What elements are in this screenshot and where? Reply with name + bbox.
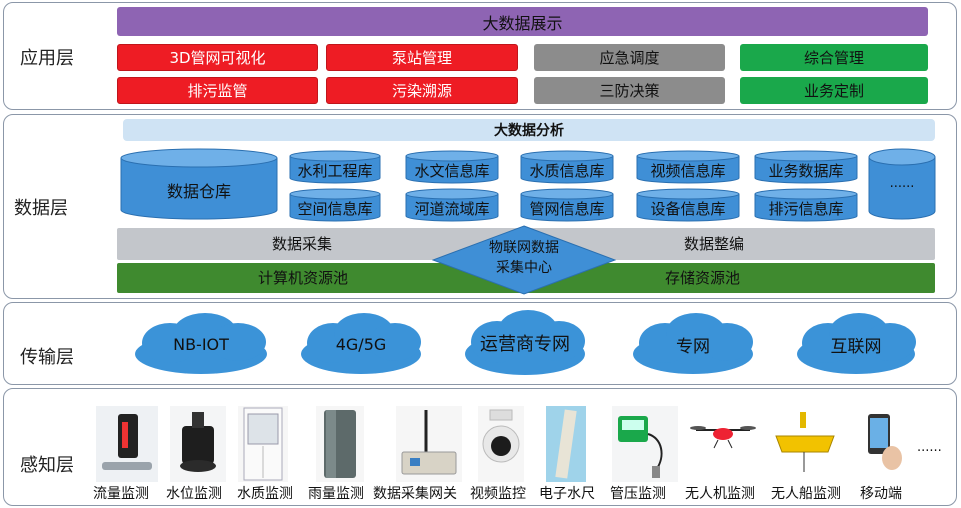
db-shape <box>289 188 381 222</box>
device-label-pipe-pressure: 管压监测 <box>610 486 666 502</box>
device-label-water-gauge: 电子水尺 <box>539 486 595 502</box>
electronic-water-gauge-icon <box>546 406 586 482</box>
device-label-gateway: 数据采集网关 <box>373 486 457 502</box>
db-label: 设备信息库 <box>650 200 726 218</box>
db-label: 河道流域库 <box>414 200 490 218</box>
iot-center-label: 物联网数据采集中心 <box>489 240 559 276</box>
device-label-drone: 无人机监测 <box>685 486 755 502</box>
compute-pool-label: 计算机资源池 <box>258 268 349 287</box>
mobile-terminal-icon <box>862 406 908 482</box>
cloud-nb-iot: NB-IOT <box>130 309 272 379</box>
data-collection-label: 数据采集 <box>272 234 333 253</box>
device-label-mobile: 移动端 <box>860 486 902 502</box>
module-flood-control-decision: 三防决策 <box>534 77 725 104</box>
transport-layer-label: 传输层 <box>20 347 74 368</box>
db-label: 水利工程库 <box>297 162 373 180</box>
db-label: 空间信息库 <box>297 200 373 218</box>
application-layer-label: 应用层 <box>20 48 74 69</box>
module-integrated-management: 综合管理 <box>740 44 928 71</box>
device-label-water-quality: 水质监测 <box>237 486 293 502</box>
db-shape <box>636 188 740 222</box>
cloud-carrier-private: 运营商专网 <box>460 306 590 380</box>
db-more-shape <box>868 148 936 220</box>
data-warehouse-cylinder: 数据仓库 <box>120 148 278 220</box>
db-shape <box>520 150 614 184</box>
cloud-shape <box>135 313 267 374</box>
unmanned-boat-icon <box>770 406 840 482</box>
db-more-cylinder: ...... <box>868 148 936 220</box>
rain-gauge-icon <box>316 406 364 482</box>
network-label: 互联网 <box>830 336 882 357</box>
device-label-water-level: 水位监测 <box>166 486 222 502</box>
perception-more: ...... <box>917 440 942 455</box>
db-water-quality: 水质信息库 <box>520 150 614 184</box>
db-sewage: 排污信息库 <box>754 188 858 222</box>
db-shape <box>289 150 381 184</box>
data-layer-label: 数据层 <box>14 198 68 219</box>
data-gateway-icon <box>396 406 462 482</box>
module-custom-business: 业务定制 <box>740 77 928 104</box>
cloud-internet: 互联网 <box>792 309 920 379</box>
db-label: 水质信息库 <box>529 162 605 180</box>
db-label: 水文信息库 <box>414 162 490 180</box>
water-level-sensor-icon <box>170 406 226 482</box>
network-label: 运营商专网 <box>480 334 570 355</box>
db-shape <box>754 188 858 222</box>
db-label: 视频信息库 <box>650 162 726 180</box>
db-more-label: ...... <box>889 176 915 191</box>
data-organization-label: 数据整编 <box>684 234 745 253</box>
db-pipe-network: 管网信息库 <box>520 188 614 222</box>
cloud-shape <box>465 310 585 375</box>
big-data-analysis-banner: 大数据分析 <box>123 119 935 141</box>
db-water-conservancy: 水利工程库 <box>289 150 381 184</box>
module-pollution-tracing: 污染溯源 <box>326 77 518 104</box>
db-spatial: 空间信息库 <box>289 188 381 222</box>
module-sewage-supervision: 排污监管 <box>117 77 318 104</box>
drone-icon <box>690 406 756 482</box>
db-shape <box>405 150 499 184</box>
storage-pool-label: 存储资源池 <box>665 268 741 287</box>
db-shape <box>754 150 858 184</box>
db-label: 业务数据库 <box>768 162 844 180</box>
cloud-4g-5g: 4G/5G <box>296 309 426 379</box>
module-pump-station-management: 泵站管理 <box>326 44 518 71</box>
network-label: 专网 <box>676 336 710 357</box>
db-hydrology: 水文信息库 <box>405 150 499 184</box>
data-warehouse-label: 数据仓库 <box>166 182 231 201</box>
db-label: 管网信息库 <box>529 200 605 218</box>
device-label-video: 视频监控 <box>470 486 526 502</box>
flow-meter-icon <box>96 406 158 482</box>
big-data-display-banner: 大数据展示 <box>117 7 928 36</box>
water-quality-cabinet-icon <box>238 406 288 482</box>
device-label-flow: 流量监测 <box>93 486 149 502</box>
db-video: 视频信息库 <box>636 150 740 184</box>
video-camera-icon <box>478 406 524 482</box>
cloud-shape <box>797 313 916 374</box>
db-label: 排污信息库 <box>768 200 844 218</box>
pipe-pressure-sensor-icon <box>612 406 678 482</box>
db-river-basin: 河道流域库 <box>405 188 499 222</box>
db-shape <box>520 188 614 222</box>
module-3d-pipe-visualization: 3D管网可视化 <box>117 44 318 71</box>
db-equipment: 设备信息库 <box>636 188 740 222</box>
db-shape <box>405 188 499 222</box>
network-label: NB-IOT <box>173 334 229 354</box>
network-label: 4G/5G <box>335 334 387 354</box>
module-emergency-dispatch: 应急调度 <box>534 44 725 71</box>
perception-layer-label: 感知层 <box>20 455 74 476</box>
device-label-boat: 无人船监测 <box>771 486 841 502</box>
data-warehouse-shape <box>120 148 278 220</box>
db-shape <box>636 150 740 184</box>
cloud-shape <box>633 313 753 374</box>
cloud-private: 专网 <box>628 309 758 379</box>
device-label-rainfall: 雨量监测 <box>308 486 364 502</box>
cloud-shape <box>301 313 421 374</box>
iot-center-diamond <box>432 225 616 295</box>
db-business: 业务数据库 <box>754 150 858 184</box>
